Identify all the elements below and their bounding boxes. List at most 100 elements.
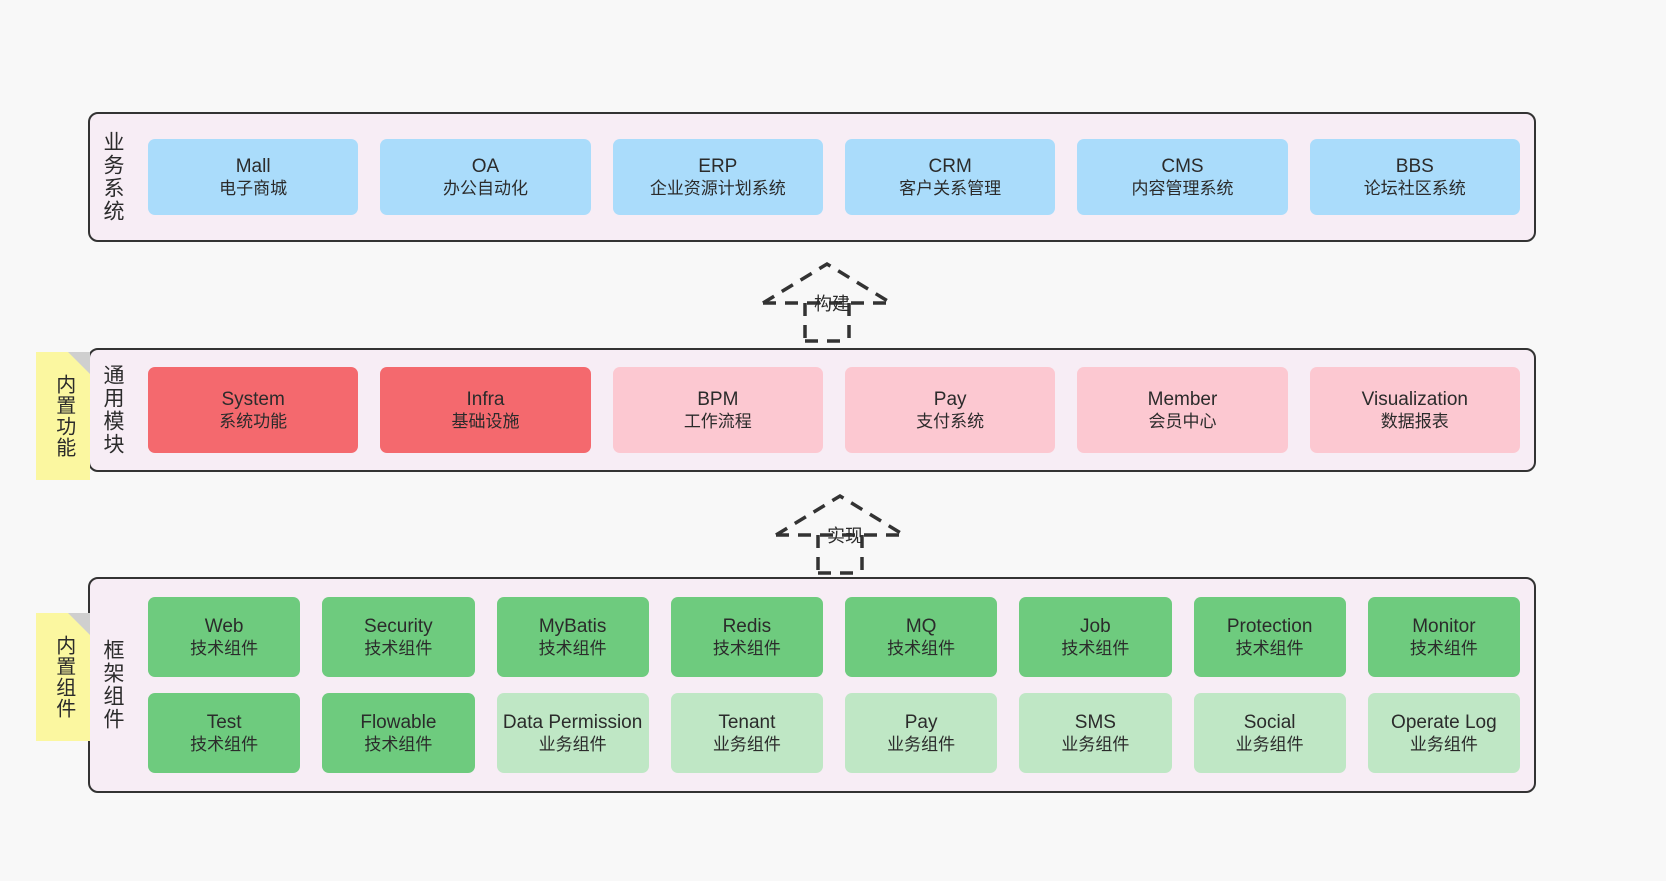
- card-flowable[interactable]: Flowable 技术组件: [322, 693, 475, 773]
- card-monitor[interactable]: Monitor 技术组件: [1367, 597, 1520, 677]
- card-title: Redis: [722, 615, 772, 637]
- card-subtitle: 技术组件: [1061, 639, 1130, 659]
- card-subtitle: 技术组件: [1235, 639, 1304, 659]
- card-title: Operate Log: [1391, 711, 1497, 733]
- card-tenant[interactable]: Tenant 业务组件: [670, 693, 823, 773]
- connector-implement-label: 实现: [827, 526, 863, 546]
- card-security[interactable]: Security 技术组件: [322, 597, 475, 677]
- note-builtin-function: 内置功能: [36, 352, 90, 480]
- card-subtitle: 技术组件: [190, 639, 259, 659]
- card-subtitle: 支付系统: [916, 412, 985, 432]
- note-label: 内置组件: [52, 635, 75, 719]
- card-title: Infra: [466, 388, 505, 410]
- card-title: Test: [206, 711, 242, 733]
- card-pay[interactable]: Pay 支付系统: [844, 367, 1056, 453]
- card-title: Flowable: [360, 711, 437, 733]
- note-fold-corner: [68, 352, 90, 374]
- layer-body-framework-components: Web 技术组件 Security 技术组件 MyBatis 技术组件 Redi…: [134, 579, 1534, 791]
- connector-build-label: 构建: [814, 294, 850, 314]
- card-sms[interactable]: SMS 业务组件: [1019, 693, 1172, 773]
- card-title: Data Permission: [502, 711, 643, 733]
- card-subtitle: 技术组件: [364, 639, 433, 659]
- card-title: Security: [364, 615, 433, 637]
- card-subtitle: 业务组件: [538, 735, 607, 755]
- note-label: 内置功能: [52, 374, 75, 458]
- card-subtitle: 数据报表: [1380, 412, 1449, 432]
- note-fold-corner: [68, 613, 90, 635]
- card-row: System 系统功能 Infra 基础设施 BPM 工作流程 Pay 支付系统…: [148, 367, 1520, 453]
- card-subtitle: 业务组件: [1409, 735, 1478, 755]
- card-subtitle: 技术组件: [190, 735, 259, 755]
- card-member[interactable]: Member 会员中心: [1077, 367, 1288, 453]
- card-subtitle: 技术组件: [712, 639, 781, 659]
- card-title: Tenant: [718, 711, 776, 733]
- card-title: Social: [1243, 711, 1296, 733]
- layer-label-general-modules: 通用模块: [101, 364, 125, 456]
- layer-label-framework-components: 框架组件: [101, 639, 125, 731]
- card-data-permission[interactable]: Data Permission 业务组件: [496, 693, 649, 773]
- card-subtitle: 系统功能: [219, 412, 288, 432]
- card-crm[interactable]: CRM 客户关系管理: [844, 139, 1056, 215]
- card-mq[interactable]: MQ 技术组件: [845, 597, 998, 677]
- card-oa[interactable]: OA 办公自动化: [380, 139, 591, 215]
- card-title: MQ: [905, 615, 937, 637]
- card-subtitle: 业务组件: [712, 735, 781, 755]
- card-protection[interactable]: Protection 技术组件: [1193, 597, 1346, 677]
- connector-implement-arrow: [775, 493, 905, 575]
- card-system[interactable]: System 系统功能: [148, 367, 359, 453]
- card-title: Pay: [933, 388, 967, 410]
- card-title: Web: [204, 615, 244, 637]
- card-erp[interactable]: ERP 企业资源计划系统: [612, 139, 823, 215]
- layer-framework-components: 框架组件 Web 技术组件 Security 技术组件 MyBatis 技术组件…: [88, 577, 1536, 793]
- card-subtitle: 工作流程: [683, 412, 752, 432]
- card-subtitle: 业务组件: [887, 735, 956, 755]
- card-cms[interactable]: CMS 内容管理系统: [1077, 139, 1288, 215]
- card-subtitle: 技术组件: [364, 735, 433, 755]
- card-infra[interactable]: Infra 基础设施: [380, 367, 591, 453]
- card-title: MyBatis: [538, 615, 607, 637]
- card-title: OA: [471, 155, 500, 177]
- card-title: Member: [1147, 388, 1218, 410]
- card-row: Mall 电子商城 OA 办公自动化 ERP 企业资源计划系统 CRM 客户关系…: [148, 139, 1520, 215]
- card-pay-component[interactable]: Pay 业务组件: [845, 693, 998, 773]
- card-subtitle: 办公自动化: [442, 179, 528, 199]
- card-title: BPM: [697, 388, 739, 410]
- card-social[interactable]: Social 业务组件: [1193, 693, 1346, 773]
- card-title: CRM: [928, 155, 972, 177]
- card-subtitle: 技术组件: [538, 639, 607, 659]
- layer-label-business-system: 业务系统: [101, 131, 125, 223]
- layer-body-general-modules: System 系统功能 Infra 基础设施 BPM 工作流程 Pay 支付系统…: [134, 350, 1534, 470]
- card-title: Mall: [235, 155, 271, 177]
- card-subtitle: 技术组件: [887, 639, 956, 659]
- card-title: System: [221, 388, 285, 410]
- card-job[interactable]: Job 技术组件: [1019, 597, 1172, 677]
- card-mall[interactable]: Mall 电子商城: [148, 139, 359, 215]
- card-row: Test 技术组件 Flowable 技术组件 Data Permission …: [148, 693, 1520, 773]
- card-web[interactable]: Web 技术组件: [148, 597, 301, 677]
- note-builtin-component: 内置组件: [36, 613, 90, 741]
- card-subtitle: 业务组件: [1235, 735, 1304, 755]
- card-subtitle: 企业资源计划系统: [649, 179, 786, 199]
- card-title: ERP: [698, 155, 738, 177]
- card-bpm[interactable]: BPM 工作流程: [612, 367, 823, 453]
- card-subtitle: 会员中心: [1148, 412, 1217, 432]
- card-visualization[interactable]: Visualization 数据报表: [1309, 367, 1520, 453]
- card-subtitle: 内容管理系统: [1131, 179, 1234, 199]
- connector-implement: 实现: [768, 490, 913, 575]
- card-mybatis[interactable]: MyBatis 技术组件: [496, 597, 649, 677]
- card-redis[interactable]: Redis 技术组件: [670, 597, 823, 677]
- connector-build: 构建: [755, 258, 900, 343]
- card-subtitle: 论坛社区系统: [1363, 179, 1466, 199]
- card-title: Monitor: [1412, 615, 1476, 637]
- card-operate-log[interactable]: Operate Log 业务组件: [1367, 693, 1520, 773]
- card-title: BBS: [1395, 155, 1434, 177]
- card-row: Web 技术组件 Security 技术组件 MyBatis 技术组件 Redi…: [148, 597, 1520, 677]
- card-title: SMS: [1074, 711, 1116, 733]
- card-test[interactable]: Test 技术组件: [148, 693, 301, 773]
- card-bbs[interactable]: BBS 论坛社区系统: [1309, 139, 1520, 215]
- layer-body-business-system: Mall 电子商城 OA 办公自动化 ERP 企业资源计划系统 CRM 客户关系…: [134, 114, 1534, 240]
- card-title: Job: [1080, 615, 1111, 637]
- card-subtitle: 电子商城: [219, 179, 288, 199]
- card-title: Protection: [1226, 615, 1313, 637]
